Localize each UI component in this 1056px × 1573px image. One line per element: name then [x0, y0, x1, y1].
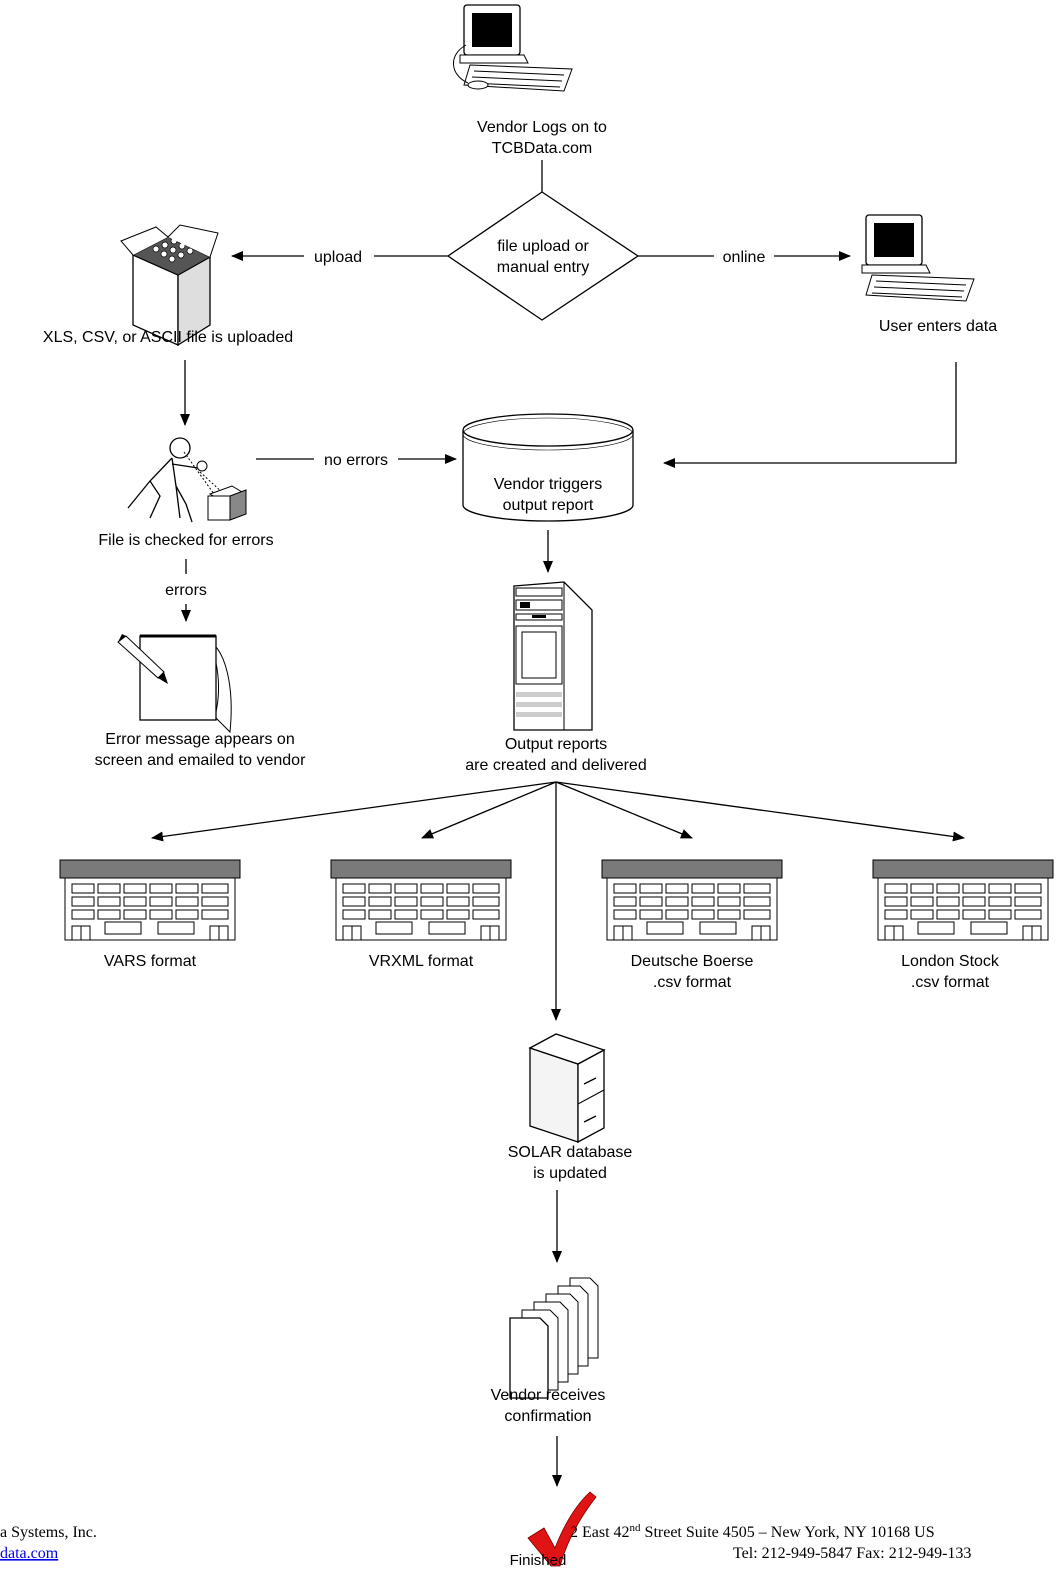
edge-online-label: online: [723, 249, 766, 266]
footer-address: 2 East 42nd Street Suite 4505 – New York…: [570, 1522, 935, 1541]
node-text-line: .csv format: [653, 974, 732, 991]
building-icon: [872, 859, 1054, 941]
node-vrxml: VRXML format: [369, 953, 474, 970]
node-text-line: XLS, CSV, or ASCII file is uploaded: [43, 329, 293, 346]
file-box-icon: [120, 224, 219, 347]
node-text-line: VRXML format: [369, 953, 474, 970]
node-text-line: Finished: [510, 1552, 567, 1569]
node-london: London Stock .csv format: [901, 953, 1000, 991]
node-file-checked: File is checked for errors: [98, 532, 273, 549]
server-icon: [513, 581, 593, 731]
node-text-line: file upload or: [497, 238, 589, 255]
node-solar: SOLAR database is updated: [508, 1144, 633, 1182]
database-cylinder: [462, 413, 634, 522]
node-text-line: Vendor triggers: [494, 476, 603, 493]
node-text-line: London Stock: [901, 953, 1000, 970]
node-deutsche: Deutsche Boerse .csv format: [631, 953, 754, 991]
notepad-icon: [117, 634, 232, 734]
footer-phone: Tel: 212-949-5847 Fax: 212-949-133: [733, 1545, 971, 1562]
node-text-line: SOLAR database: [508, 1144, 633, 1161]
node-output-trigger: Vendor triggers output report: [494, 476, 603, 514]
node-user-enters: User enters data: [879, 318, 997, 335]
node-text-line: screen and emailed to vendor: [95, 752, 306, 769]
node-text-line: confirmation: [504, 1408, 591, 1425]
footer-link[interactable]: data.com: [0, 1545, 59, 1562]
building-icon: [330, 859, 512, 941]
node-text-line: Vendor Logs on to: [477, 119, 607, 136]
node-vendor-logon: Vendor Logs on to TCBData.com: [477, 119, 607, 157]
documents-icon: [509, 1277, 599, 1399]
node-text-line: are created and delivered: [465, 757, 646, 774]
node-text-line: Output reports: [505, 736, 607, 753]
node-text-line: .csv format: [911, 974, 990, 991]
edge-no-errors-label: no errors: [324, 452, 388, 469]
node-vars: VARS format: [104, 953, 197, 970]
node-finished: Finished: [510, 1552, 567, 1569]
node-file-uploaded: XLS, CSV, or ASCII file is uploaded: [43, 329, 293, 346]
node-text-line: User enters data: [879, 318, 997, 335]
computer-icon: [861, 214, 975, 302]
computer-icon: [453, 4, 573, 92]
filing-cabinet-icon: [528, 1033, 606, 1144]
node-text-line: Error message appears on: [105, 731, 294, 748]
node-text-line: VARS format: [104, 953, 197, 970]
node-text-line: File is checked for errors: [98, 532, 273, 549]
node-text-line: TCBData.com: [492, 140, 592, 157]
node-output-reports: Output reports are created and delivered: [465, 736, 646, 774]
node-text-line: Vendor receives: [491, 1387, 606, 1404]
building-icon: [59, 859, 241, 941]
checkmark-icon: [527, 1491, 597, 1567]
node-confirmation: Vendor receives confirmation: [491, 1387, 606, 1425]
decision-diamond: [446, 191, 640, 321]
footer-company: a Systems, Inc.: [0, 1524, 97, 1541]
edge-upload-label: upload: [314, 249, 362, 266]
node-error-message: Error message appears on screen and email…: [95, 731, 306, 769]
node-text-line: is updated: [533, 1165, 607, 1182]
edge-errors-label: errors: [165, 582, 207, 599]
inspector-icon: [127, 437, 247, 523]
building-icon: [601, 859, 783, 941]
node-text-line: output report: [503, 497, 594, 514]
node-text-line: manual entry: [497, 259, 590, 276]
node-decision: file upload or manual entry: [497, 238, 590, 276]
node-text-line: Deutsche Boerse: [631, 953, 754, 970]
